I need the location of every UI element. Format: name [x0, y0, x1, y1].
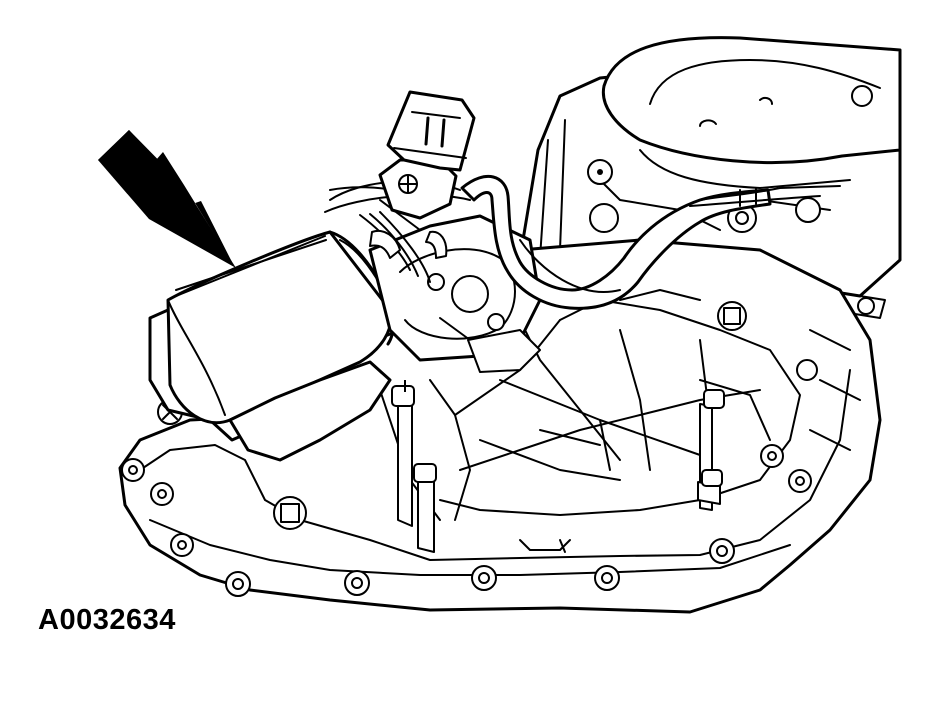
shift-motor	[148, 230, 395, 462]
studs	[391, 380, 725, 553]
arrow-icon	[98, 130, 236, 268]
encoder-housing	[368, 214, 542, 373]
output-flange-housing	[518, 36, 902, 319]
wiring-connector	[378, 90, 476, 231]
figure-id-label: A0032634	[38, 604, 176, 636]
